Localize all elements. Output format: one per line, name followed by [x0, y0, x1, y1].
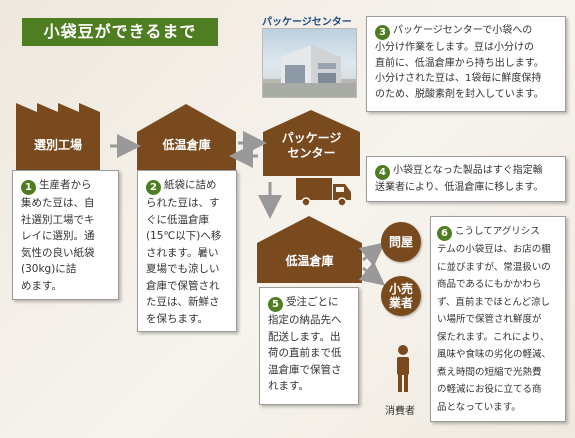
note-2-line: (15℃以下)へ移: [146, 230, 222, 242]
package-center-photo: [262, 28, 357, 98]
truck-icon: [296, 178, 351, 207]
note-2-line: 倉庫で保管され: [146, 279, 220, 292]
note-6-number: 6: [437, 226, 452, 241]
note-6-line: に並びますが、常温扱いの: [437, 261, 551, 273]
note-3-line: のため、脱酸素剤を封入しています。: [375, 88, 544, 100]
note-6-line: テムの小袋豆は、お店の棚: [437, 244, 551, 255]
note-2-line: た豆は、新鮮さ: [146, 296, 220, 308]
arrow-to-wholesaler: [358, 242, 386, 267]
note-5-line: 荷の直前まで低: [268, 347, 342, 359]
note-2-number: 2: [146, 180, 161, 195]
note-5-line: 温倉庫で保管さ: [268, 363, 342, 376]
note-5-number: 5: [268, 297, 283, 312]
sorting-factory-label: 選別工場: [33, 138, 82, 152]
retailer-label-line2: 業者: [388, 296, 413, 310]
note-1-line: 気性の良い紙袋: [21, 246, 95, 259]
cold-storage-1-building: [137, 104, 236, 170]
building-photo-illustration: [263, 45, 356, 97]
cold-storage-2-label: 低温倉庫: [285, 254, 334, 268]
note-6-line: 保たれます。これにより、: [437, 331, 550, 343]
cold-storage-1-label: 低温倉庫: [162, 138, 211, 152]
note-6-line: ず、直前までほとんど涼し: [437, 296, 551, 308]
package-center-building: [263, 110, 360, 176]
note-2-line: ぐに低温倉庫: [146, 213, 209, 226]
note-6-line: 風味や食味の劣化の軽減、: [437, 349, 552, 360]
note-1-line: 集めた豆は、自: [21, 197, 95, 209]
note-1-line: レイに選別。通: [21, 230, 95, 242]
sorting-factory-building: [16, 103, 100, 170]
retailer-circle: 小売 業者: [381, 276, 421, 316]
page-title: 小袋豆ができるまで: [22, 18, 218, 46]
note-2-line: 夏場でも涼しい: [146, 263, 220, 275]
note-6-line: 品となっています。: [437, 401, 521, 413]
note-3-line: 小分け作業をします。豆は小分けの: [375, 42, 534, 53]
note-3-line: 直前に、低温倉庫から持ち出します。: [375, 57, 544, 69]
note-5-line: 受注ごとに: [286, 296, 339, 308]
package-center-label: パッケージ センター: [263, 131, 360, 161]
note-1-line: (30kg)に詰: [21, 263, 77, 275]
note-3-line: 小分けされた豆は、1袋毎に鮮度保持: [375, 73, 542, 84]
note-5-line: れます。: [268, 380, 309, 392]
note-4-line: 送業者により、低温倉庫に移します。: [375, 182, 544, 193]
note-6-line: 煮え時間の短縮で光熱費: [437, 366, 542, 378]
note-2-line: られた豆は、す: [146, 197, 220, 209]
wholesaler-label: 問屋: [388, 235, 413, 249]
note-6-line: 商品であるにもかかわら: [437, 279, 542, 290]
note-3-line: パッケージセンターで小袋への: [393, 25, 533, 36]
note-4-number: 4: [375, 165, 390, 180]
note-4-line: 小袋豆となった製品はすぐ指定輸: [393, 165, 543, 176]
note-1-line: めます。: [21, 279, 62, 292]
note-5-line: 配送します。出: [268, 330, 341, 343]
note-1-line: 生産者から: [39, 179, 92, 191]
note-6-line: の軽減にお役に立てる商: [437, 384, 542, 395]
package-center-label-line1: パッケージ: [281, 131, 342, 145]
note-3-number: 3: [375, 25, 390, 40]
note-2-line: 紙袋に詰め: [164, 179, 217, 191]
note-6-line: い場所で保管され鮮度が: [437, 314, 542, 325]
arrow-to-retailer: [358, 261, 386, 286]
consumer-label: 消費者: [385, 406, 415, 417]
photo-label: パッケージセンター: [262, 17, 352, 28]
note-1-number: 1: [21, 180, 36, 195]
consumer-person-icon: [397, 345, 409, 392]
cold-storage-2-building: [257, 216, 362, 283]
note-2-line: されます。暑い: [146, 246, 219, 259]
note-1-line: 社選別工場でキ: [21, 213, 95, 226]
retailer-label-line1: 小売: [388, 282, 413, 296]
note-5-line: 指定の納品先へ: [268, 314, 342, 326]
package-center-label-line2: センター: [287, 146, 336, 160]
note-2-line: を保ちます。: [146, 312, 208, 325]
wholesaler-circle: 問屋: [381, 222, 421, 262]
note-6-line: こうしてアグリシス: [455, 226, 540, 237]
